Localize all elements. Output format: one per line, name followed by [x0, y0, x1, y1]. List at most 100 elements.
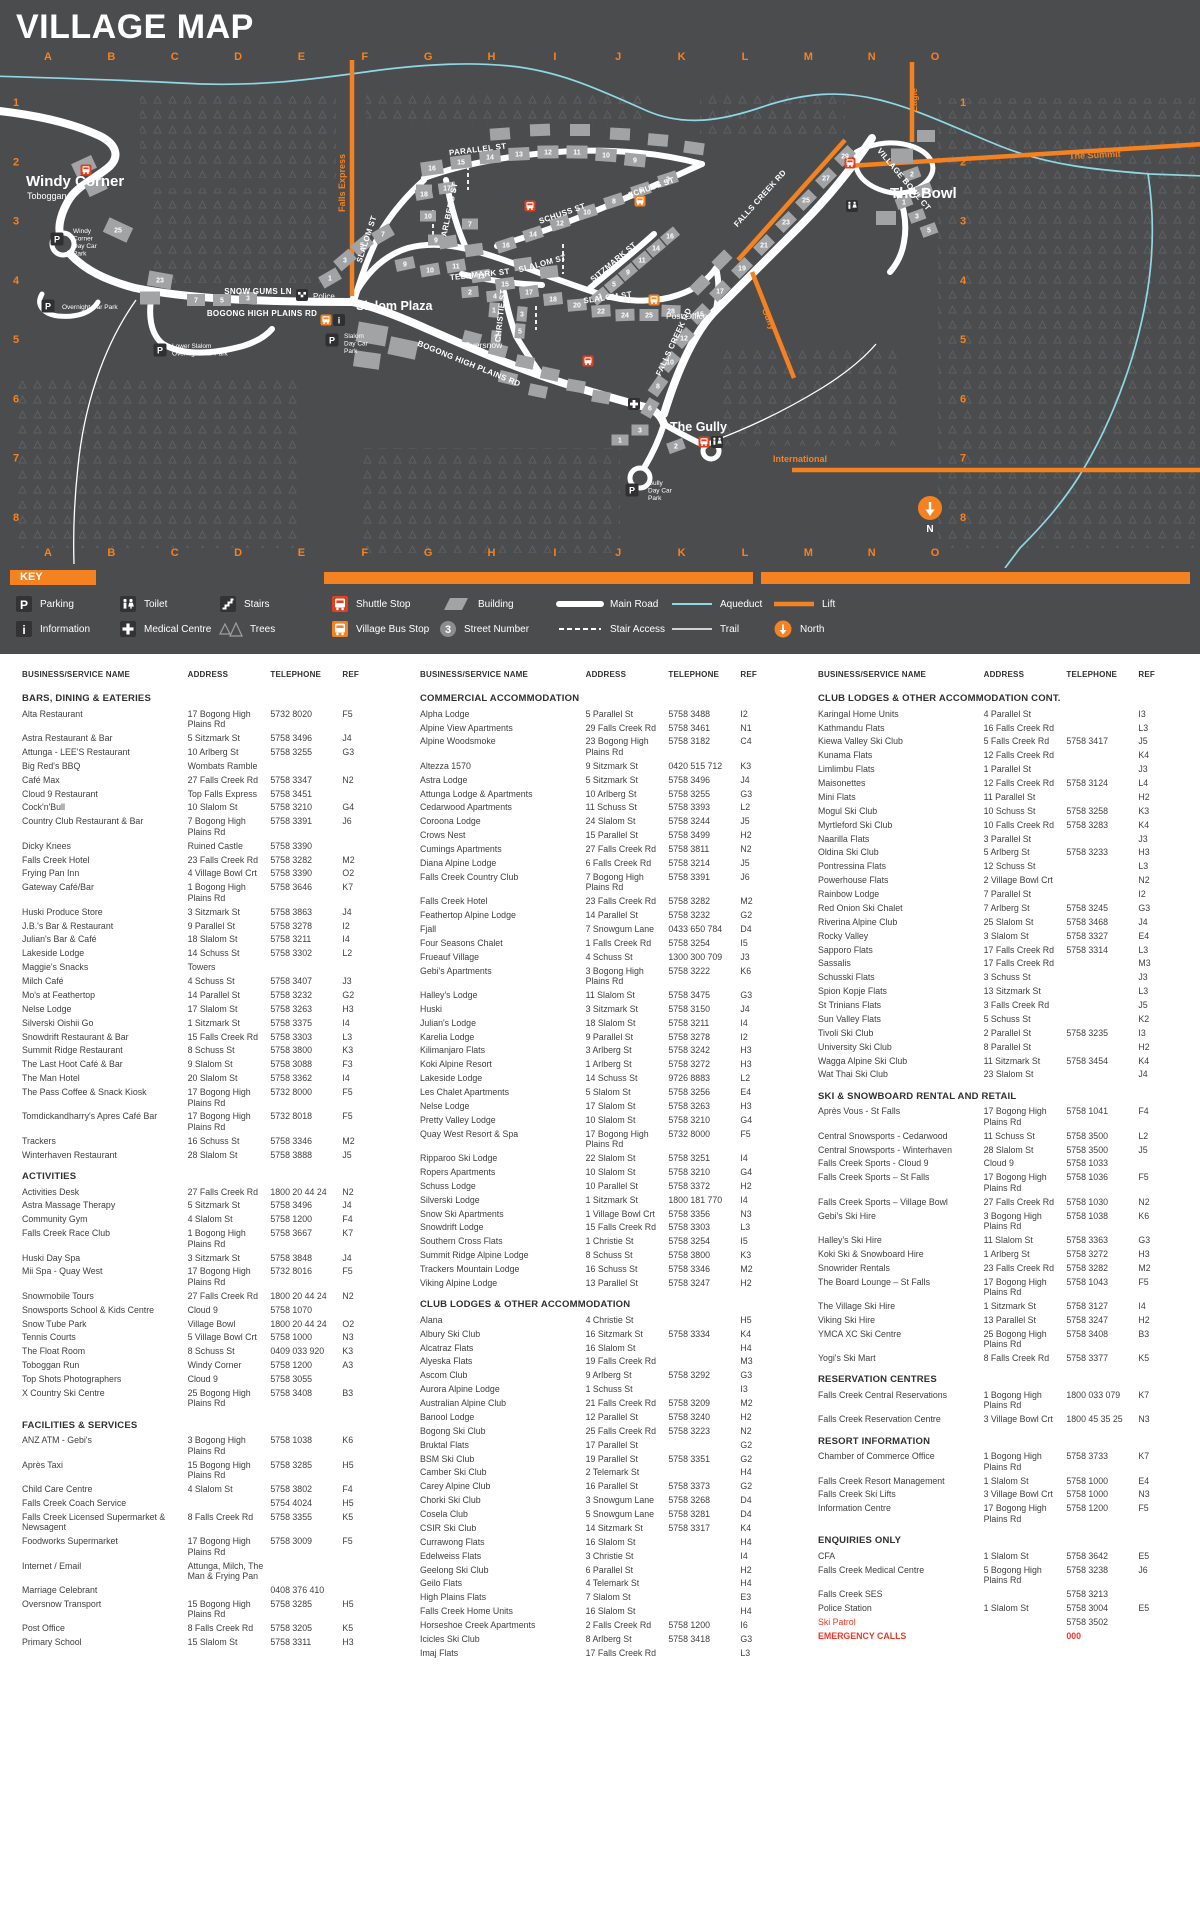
parking-icon: P [325, 333, 339, 347]
street-number: 3 [343, 258, 347, 265]
building [630, 181, 652, 199]
shuttle-stop-icon [582, 355, 594, 367]
carpark-label: Park [73, 251, 87, 258]
building [661, 304, 681, 318]
street-number: 10 [424, 214, 432, 221]
place-label: Slalom Plaza [356, 299, 433, 313]
medical-centre-icon [120, 621, 136, 637]
street-number: 11 [573, 150, 581, 157]
building [371, 223, 395, 245]
legend-information: i Information [14, 618, 118, 640]
building [683, 140, 705, 156]
grid-number: 3 [960, 216, 966, 228]
street-number: 18 [420, 192, 428, 199]
building [647, 133, 669, 147]
street-number: 14 [486, 155, 494, 162]
grid-letter: I [553, 547, 556, 559]
building [617, 262, 639, 282]
building [542, 292, 564, 306]
street-number-icon: 3 [440, 621, 456, 637]
building [666, 437, 686, 455]
street-number: 10 [426, 268, 434, 275]
section-title: RESORT INFORMATION [818, 1435, 931, 1447]
building [549, 214, 571, 232]
grid-number: 5 [13, 334, 19, 346]
street-number: 9 [626, 270, 630, 277]
street-number: 23 [782, 220, 790, 227]
carpark-label: Park [344, 348, 358, 355]
grid-letter: M [804, 547, 813, 559]
legend-parking: P Parking [14, 594, 118, 614]
carpark-label: Lower Slalom [172, 343, 211, 350]
lift-label: Eagle [909, 88, 919, 112]
street-number: 16 [428, 166, 436, 173]
grid-letter: G [424, 547, 433, 559]
legend-trail: Trail [670, 618, 772, 640]
grid-number: 6 [13, 393, 19, 405]
building [102, 217, 134, 243]
building [639, 309, 659, 321]
building [420, 210, 436, 222]
building [428, 234, 444, 246]
grid-number: 4 [960, 275, 967, 287]
grid-number: 8 [13, 512, 19, 524]
building [461, 329, 483, 347]
grid-letter: C [171, 547, 179, 559]
building [566, 378, 586, 394]
grid-letter: I [553, 51, 556, 63]
street-number: 3 [246, 296, 250, 303]
building [416, 184, 432, 196]
building [609, 127, 631, 141]
page-title: VILLAGE MAP [16, 8, 254, 46]
building [437, 181, 457, 195]
carpark-label: Park [648, 495, 662, 502]
place-label: Toboggan [27, 191, 67, 201]
section-title: RESERVATION CENTRES [818, 1374, 937, 1386]
building [333, 248, 357, 272]
building [420, 159, 444, 177]
street-number: 2 [674, 444, 678, 451]
grid-number: 7 [13, 453, 19, 465]
street-number: 3 [915, 214, 919, 221]
street-label: SNOW GUMS LN [224, 287, 292, 296]
legend-street-number: 3 Street Number [438, 618, 556, 640]
grid-number: 4 [13, 275, 20, 287]
parking-icon: P [50, 232, 64, 246]
aqueduct-lines [0, 63, 1200, 568]
